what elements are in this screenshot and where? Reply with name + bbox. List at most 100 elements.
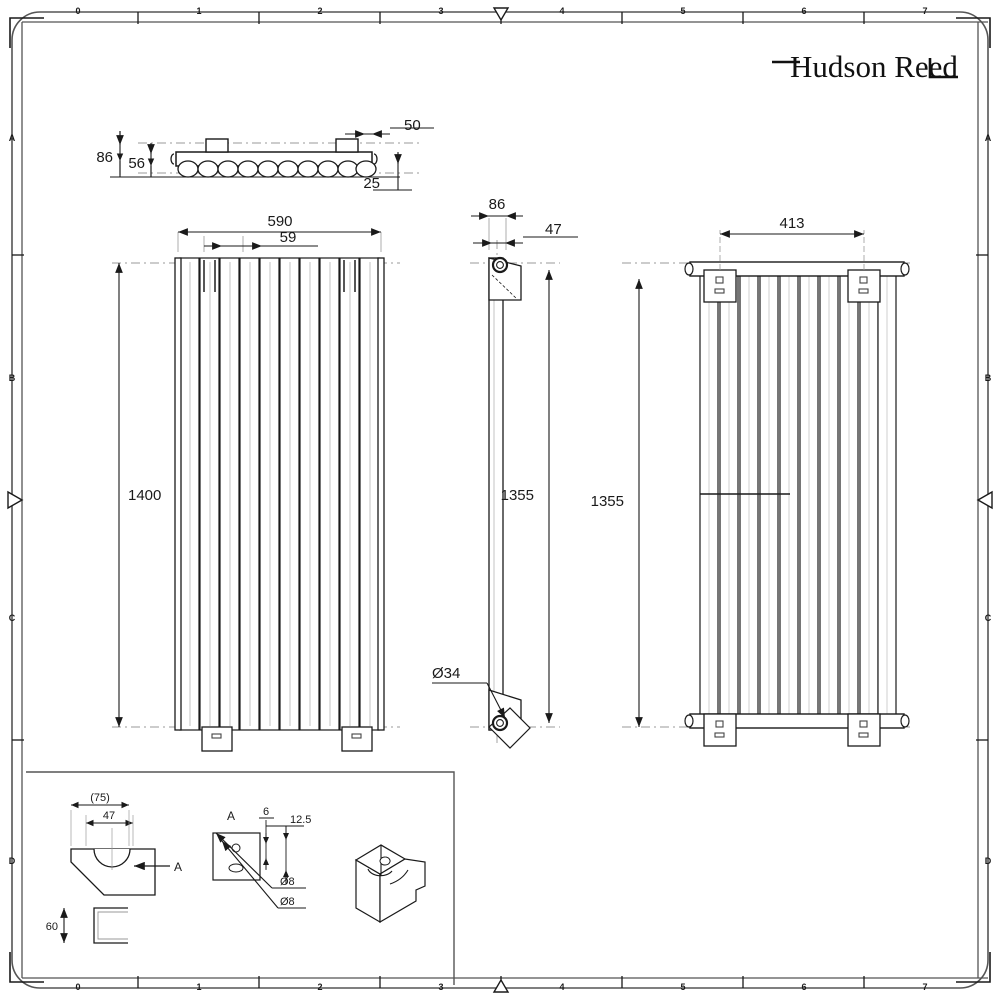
callout-d8-lower: Ø8 xyxy=(221,840,306,909)
detail-box: (75) 47 A xyxy=(26,771,455,985)
iso-bracket-hole-icon xyxy=(379,856,391,866)
bracket-side-outline xyxy=(93,907,128,944)
front-view-tube xyxy=(239,257,260,731)
front-view-tube xyxy=(299,257,320,731)
dim-top-25: 25 xyxy=(363,152,412,192)
dim-label-75: (75) xyxy=(90,792,110,804)
dim-front-590: 590 xyxy=(178,213,381,236)
brand-logo: Hudson Reed xyxy=(772,49,958,84)
dim-detail-47: 47 xyxy=(70,810,134,870)
zone-numbers-bottom: 0 1 2 3 4 5 6 7 xyxy=(75,982,927,992)
dim-front-59: 59 xyxy=(204,229,318,250)
top-view-tube xyxy=(297,160,319,178)
dim-label-50-top: 50 xyxy=(404,117,421,134)
dim-side-86: 86 xyxy=(471,196,523,250)
detail-bracket-side: 60 xyxy=(46,907,128,944)
bracket-profile-outline xyxy=(70,848,156,896)
detail-bracket-profile: (75) 47 A xyxy=(70,792,182,896)
callout-diameter-34: Ø34 xyxy=(432,665,506,719)
svg-text:A: A xyxy=(9,133,16,143)
front-view-tube xyxy=(319,257,340,731)
front-view-top-bracket-marks xyxy=(203,260,356,292)
dim-label-86-side: 86 xyxy=(489,196,506,213)
front-view-bottom-brackets xyxy=(201,726,373,752)
dim-label-47-side: 47 xyxy=(545,221,562,238)
brand-logo-text: Hudson Reed xyxy=(790,49,958,84)
center-marker-right-icon xyxy=(976,490,993,510)
top-view: 86 56 50 25 xyxy=(96,117,434,192)
detail-iso-bracket xyxy=(354,844,426,924)
zone-letters-right: A B C D xyxy=(985,133,992,866)
front-view-bracket xyxy=(201,726,233,752)
dim-side-47: 47 xyxy=(473,221,578,247)
side-view: 86 47 1355 Ø34 xyxy=(432,196,578,749)
top-view-tube xyxy=(317,160,339,178)
dim-top-56: 56 xyxy=(128,143,155,177)
iso-bracket-notch xyxy=(367,868,393,877)
detail-section-a: A 6 12.5 Ø8 xyxy=(212,806,311,909)
center-marker-top-icon xyxy=(492,7,510,22)
svg-text:1: 1 xyxy=(196,982,201,992)
top-view-tube xyxy=(277,160,299,178)
dim-side-1355: 1355 xyxy=(501,270,553,723)
svg-text:4: 4 xyxy=(559,982,564,992)
svg-text:2: 2 xyxy=(317,982,322,992)
dim-label-25-top: 25 xyxy=(363,175,380,192)
side-view-bottom-bracket xyxy=(488,689,531,749)
side-view-top-bracket xyxy=(488,256,522,301)
frame-ruler-right: A B C D xyxy=(976,22,993,978)
top-view-bracket-left xyxy=(205,138,229,153)
svg-text:2: 2 xyxy=(317,6,322,16)
top-view-tube xyxy=(217,160,239,178)
svg-text:C: C xyxy=(9,613,16,623)
rear-view-bracket xyxy=(703,269,737,303)
svg-text:D: D xyxy=(9,856,16,866)
center-marker-left-icon xyxy=(7,490,24,510)
front-view-tube xyxy=(279,257,300,731)
front-view: 590 59 1400 xyxy=(112,213,400,752)
svg-text:0: 0 xyxy=(75,982,80,992)
dim-label-d34: Ø34 xyxy=(432,665,460,682)
svg-text:B: B xyxy=(985,373,992,383)
rear-view-bracket xyxy=(703,713,737,747)
svg-text:B: B xyxy=(9,373,16,383)
iso-bracket-right-face xyxy=(379,858,426,924)
dim-top-86: 86 xyxy=(96,131,124,177)
dim-front-1400: 1400 xyxy=(115,263,161,727)
top-view-tube xyxy=(237,160,259,178)
front-view-bracket xyxy=(341,726,373,752)
svg-text:3: 3 xyxy=(438,982,443,992)
dim-detail-6: 6 xyxy=(259,806,274,870)
section-a-label: A xyxy=(227,809,235,823)
dim-label-56-top: 56 xyxy=(128,155,145,172)
dim-label-413: 413 xyxy=(779,215,804,232)
dim-top-50: 50 xyxy=(345,117,434,138)
front-view-tubes xyxy=(179,257,380,731)
svg-text:1: 1 xyxy=(196,6,201,16)
svg-text:3: 3 xyxy=(438,6,443,16)
zone-letters-left: A B C D xyxy=(9,133,16,866)
section-a-body xyxy=(212,832,261,881)
top-view-tube xyxy=(177,160,199,178)
top-view-tubes xyxy=(177,160,377,178)
svg-text:D: D xyxy=(985,856,992,866)
svg-text:5: 5 xyxy=(680,982,685,992)
front-view-tube xyxy=(179,257,200,731)
rear-view-brackets xyxy=(703,269,881,747)
top-view-end-cap-right xyxy=(373,153,378,165)
dim-label-86-top: 86 xyxy=(96,149,113,166)
section-label-a: A xyxy=(174,860,182,874)
dim-label-d8-upper: Ø8 xyxy=(280,876,295,888)
rear-view-bracket xyxy=(847,713,881,747)
top-view-tube xyxy=(197,160,219,178)
dim-rear-413: 413 xyxy=(720,215,864,238)
center-marker-bottom-icon xyxy=(492,978,510,993)
svg-text:7: 7 xyxy=(922,6,927,16)
svg-text:5: 5 xyxy=(680,6,685,16)
dim-detail-75: (75) xyxy=(71,792,129,809)
svg-text:A: A xyxy=(985,133,992,143)
svg-text:7: 7 xyxy=(922,982,927,992)
dim-label-1355-rear: 1355 xyxy=(591,493,624,510)
dim-label-6: 6 xyxy=(263,806,269,818)
